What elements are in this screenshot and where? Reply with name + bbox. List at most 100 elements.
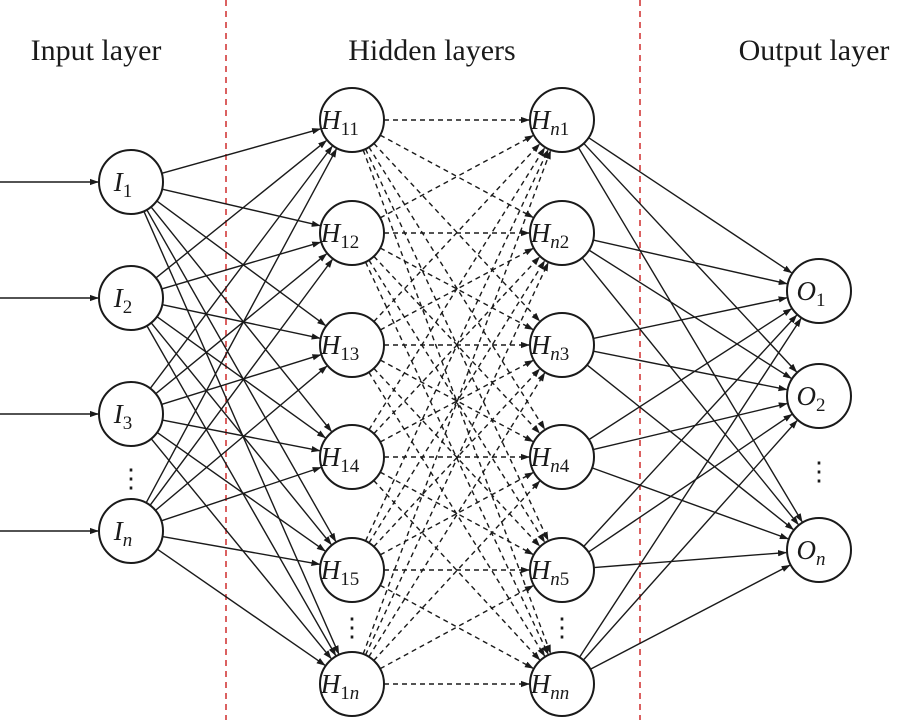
node-label-subscript: 13 bbox=[340, 344, 359, 365]
node-H11: H11 bbox=[319, 87, 385, 153]
edge-Hn3-O1 bbox=[593, 296, 788, 340]
edge-H14-Hnn bbox=[373, 480, 541, 661]
node-circle bbox=[98, 381, 164, 447]
node-label-subscript: 2 bbox=[816, 395, 826, 416]
edge-In-H15 bbox=[162, 535, 321, 566]
node-label-main: H bbox=[530, 105, 552, 135]
edge-I2-H11 bbox=[155, 140, 328, 279]
node-label-subscript: 11 bbox=[341, 119, 359, 140]
node-circle bbox=[319, 651, 385, 717]
node-label-subscript: 15 bbox=[340, 569, 359, 590]
edge-H15-Hnn bbox=[379, 584, 534, 669]
edge-I2-H13 bbox=[162, 303, 321, 340]
edge-H12-Hn3 bbox=[379, 247, 534, 331]
edge-I1-H14 bbox=[150, 206, 332, 432]
node-label-main: H bbox=[530, 555, 552, 585]
node-circle bbox=[98, 149, 164, 215]
edge-Hn5-On bbox=[593, 550, 787, 569]
node-label-main: H bbox=[320, 555, 342, 585]
node-label-main: I bbox=[113, 283, 125, 313]
node-label-subscript: 14 bbox=[340, 456, 360, 477]
node-label: H12 bbox=[320, 218, 360, 253]
edge-In-H12 bbox=[149, 258, 333, 506]
edge-I3-H15 bbox=[156, 431, 326, 552]
node-On: On bbox=[786, 517, 852, 583]
node-Hn3: Hn3 bbox=[529, 312, 595, 378]
node-label-main: I bbox=[113, 167, 125, 197]
node-label-main: I bbox=[113, 516, 125, 546]
edge-Hn1-On bbox=[577, 147, 803, 523]
node-label-subscript: 1 bbox=[123, 181, 133, 202]
node-circle bbox=[786, 258, 852, 324]
node-circle bbox=[319, 87, 385, 153]
edge-Hnn-O2 bbox=[582, 419, 798, 661]
node-circle bbox=[98, 265, 164, 331]
hidden1-ellipsis: ⋮ bbox=[339, 613, 365, 642]
edge-I2-H15 bbox=[150, 322, 332, 546]
node-label-subscript: nn bbox=[550, 683, 569, 704]
input-ellipsis: ⋮ bbox=[118, 464, 144, 493]
node-H1n: H1n bbox=[319, 651, 385, 717]
node-circle bbox=[529, 312, 595, 378]
edge-I2-H12 bbox=[161, 241, 322, 290]
node-label: On bbox=[797, 535, 826, 570]
node-label: Hn5 bbox=[530, 555, 570, 590]
edge-H13-Hn4 bbox=[379, 359, 534, 443]
node-label-subscript: 1 bbox=[816, 290, 826, 311]
node-Hn5: Hn5 bbox=[529, 537, 595, 603]
edge-Hn2-O1 bbox=[593, 239, 788, 286]
edge-Hn5-O2 bbox=[588, 413, 793, 553]
edge-I3-H13 bbox=[161, 354, 322, 406]
node-label-subscript: 2 bbox=[123, 297, 133, 318]
edge-In-H14 bbox=[161, 466, 322, 522]
node-O2: O2 bbox=[786, 363, 852, 429]
edge-I2-H1n bbox=[146, 325, 337, 657]
node-label: Hn4 bbox=[530, 442, 570, 477]
node-label: H11 bbox=[320, 105, 359, 140]
edge-I1-H13 bbox=[156, 200, 327, 326]
node-label: Hn3 bbox=[530, 330, 570, 365]
node-label: Hnn bbox=[530, 669, 570, 704]
edge-I3-H14 bbox=[162, 419, 321, 453]
edge-I1-H15 bbox=[146, 209, 337, 543]
node-circle bbox=[529, 87, 595, 153]
node-label-subscript: n bbox=[550, 344, 560, 365]
node-label-main: O bbox=[797, 535, 817, 565]
edge-H15-Hn2 bbox=[368, 260, 546, 544]
node-I1: I1 bbox=[98, 149, 164, 215]
node-circle bbox=[319, 537, 385, 603]
node-H12: H12 bbox=[319, 200, 385, 266]
edge-Hn3-On bbox=[586, 364, 794, 530]
edge-I1-H11 bbox=[161, 128, 322, 175]
edge-H11-Hn2 bbox=[379, 134, 534, 218]
node-circle bbox=[786, 517, 852, 583]
node-label-subscript: n bbox=[550, 569, 560, 590]
node-circle bbox=[319, 312, 385, 378]
node-label-subscript: 1 bbox=[560, 119, 570, 140]
node-label-main: H bbox=[320, 669, 342, 699]
edge-Hn4-On bbox=[591, 467, 789, 540]
node-label: H13 bbox=[320, 330, 360, 365]
edge-Hnn-O1 bbox=[578, 317, 802, 658]
edge-Hn3-O2 bbox=[593, 350, 788, 392]
edge-Hn5-O1 bbox=[583, 314, 798, 547]
node-label: O2 bbox=[797, 381, 826, 416]
node-label-subscript: 5 bbox=[560, 569, 570, 590]
node-label-subscript: 1 bbox=[340, 683, 350, 704]
edge-H13-Hnn bbox=[368, 371, 546, 657]
node-I2: I2 bbox=[98, 265, 164, 331]
node-H13: H13 bbox=[319, 312, 385, 378]
node-label-subscript: n bbox=[350, 683, 360, 704]
hidden-layers-title: Hidden layers bbox=[348, 34, 515, 67]
node-label: H15 bbox=[320, 555, 360, 590]
node-label: O1 bbox=[797, 276, 826, 311]
node-label-main: H bbox=[320, 105, 342, 135]
node-label: H1n bbox=[320, 669, 360, 704]
node-label-main: H bbox=[320, 218, 342, 248]
edge-H14-Hn5 bbox=[379, 471, 534, 555]
node-circle bbox=[319, 200, 385, 266]
edge-H1n-Hn3 bbox=[368, 372, 546, 658]
edge-H12-Hn1 bbox=[379, 135, 534, 219]
